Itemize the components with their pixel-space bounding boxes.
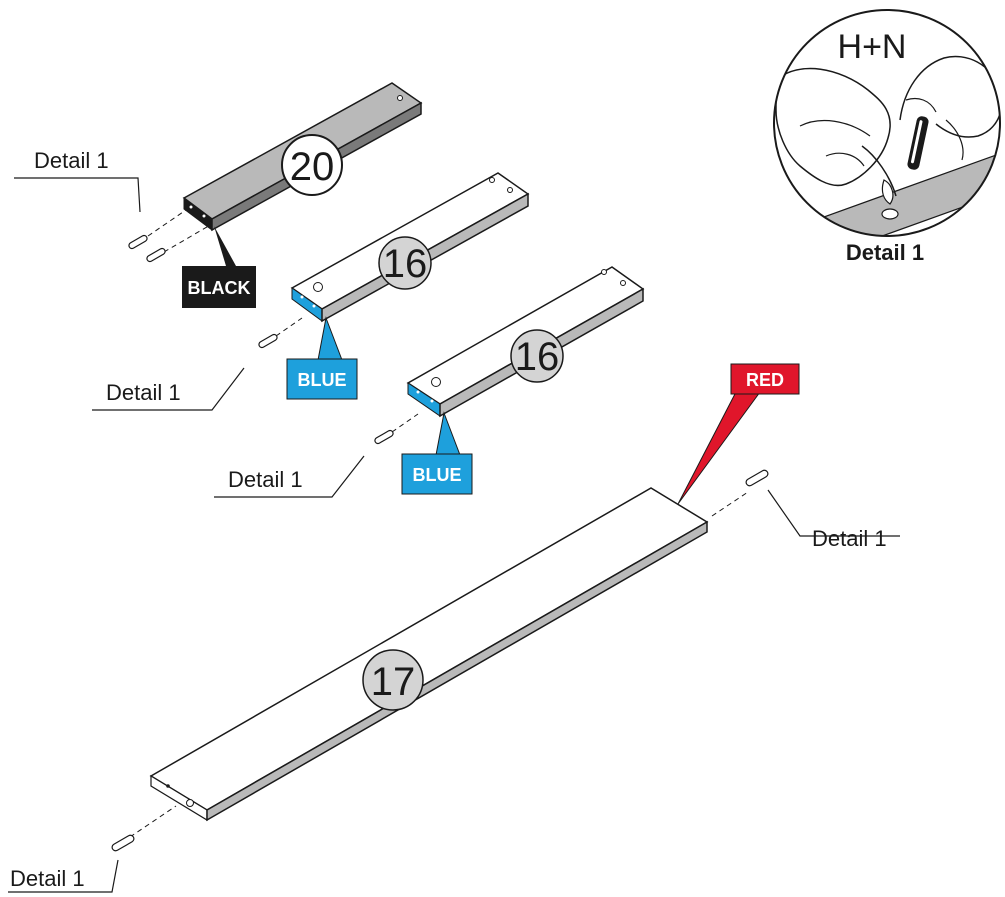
dowel-pin-17-left [111, 805, 177, 852]
svg-text:Detail 1: Detail 1 [846, 240, 924, 265]
svg-text:16: 16 [515, 335, 560, 379]
detail-callout-16-upper: Detail 1 [92, 367, 245, 411]
part-number-20: 20 [281, 134, 343, 196]
detail-callout-17-right: Detail 1 [767, 489, 900, 551]
svg-text:16: 16 [383, 242, 428, 286]
svg-text:17: 17 [371, 660, 416, 704]
svg-text:BLUE: BLUE [298, 370, 347, 390]
svg-text:BLACK: BLACK [188, 278, 251, 298]
part-number-17: 17 [362, 649, 424, 711]
svg-text:Detail 1: Detail 1 [812, 526, 887, 551]
dowel-pin-16-upper [258, 317, 303, 349]
dowel-pins-20 [128, 209, 213, 263]
dowel-pin-17-right [711, 469, 769, 517]
board-17 [149, 487, 709, 822]
detail-callout-20: Detail 1 [14, 148, 141, 213]
dowel-pin-16-lower [374, 413, 419, 445]
svg-text:Detail 1: Detail 1 [228, 467, 303, 492]
detail-1-inset: H+N Detail 1 [773, 9, 1001, 265]
svg-text:Detail 1: Detail 1 [10, 866, 85, 891]
svg-text:Detail 1: Detail 1 [34, 148, 109, 173]
svg-text:BLUE: BLUE [413, 465, 462, 485]
svg-text:Detail 1: Detail 1 [106, 380, 181, 405]
red-color-tag: RED [677, 363, 800, 505]
blue-color-tag-upper: BLUE [286, 316, 358, 400]
svg-text:20: 20 [290, 145, 335, 189]
detail-callout-17-left: Detail 1 [8, 859, 119, 893]
part-number-16-lower: 16 [510, 329, 564, 383]
detail-callout-16-lower: Detail 1 [214, 455, 365, 498]
part-number-16-upper: 16 [378, 236, 432, 290]
svg-text:H+N: H+N [838, 28, 907, 66]
blue-color-tag-lower: BLUE [401, 411, 473, 495]
black-color-tag: BLACK [182, 226, 256, 308]
svg-text:RED: RED [746, 370, 784, 390]
